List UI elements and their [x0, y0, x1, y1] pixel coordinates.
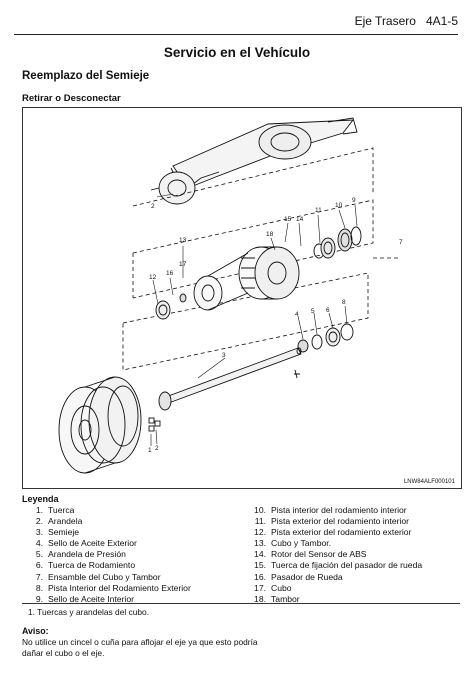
legend-item: 4. Sello de Aceite Exterior [30, 538, 191, 549]
callout-6: 6 [326, 307, 330, 314]
legend-item-number: 15. [254, 560, 266, 571]
callout-2: 2 [155, 445, 159, 452]
figure-code: LNW84ALF000101 [403, 479, 455, 485]
callout-1: 1 [148, 447, 152, 454]
nuts-washers [148, 417, 161, 432]
legend-item: 15. Tuerca de fijación del pasador de rue… [253, 560, 422, 571]
legend-item-number: 6. [35, 560, 43, 571]
legend-item-text: Ensamble del Cubo y Tambor [48, 571, 161, 582]
header-text: Eje Trasero 4A1-5 [355, 14, 458, 28]
legend-item: 14. Rotor del Sensor de ABS [253, 549, 422, 560]
legend-item-text: Tuerca de Rodamiento [48, 560, 136, 571]
legend-item: 16. Pasador de Rueda [253, 572, 422, 583]
legend-item: 9. Sello de Aceite Interior [30, 594, 191, 605]
legend-column-right: 10. Pista interior del rodamiento interio… [253, 505, 422, 605]
callout-16: 16 [166, 270, 174, 277]
legend-item: 2. Arandela [30, 516, 191, 527]
axle-shaft [158, 347, 302, 411]
legend-item-text: Rotor del Sensor de ABS [271, 549, 367, 560]
legend-item: 13. Cubo y Tambor. [253, 538, 422, 549]
legend-item-text: Pista Interior del Rodamiento Exterior [48, 582, 191, 593]
legend-item-text: Pasador de Rueda [271, 571, 343, 582]
callout-7: 7 [399, 239, 403, 246]
diagram-drawing: 2 13 12 16 17 18 15 14 11 10 9 7 4 5 6 8… [58, 117, 403, 474]
legend-item-number: 17. [254, 582, 266, 593]
legend-item-text: Sello de Aceite Interior [48, 593, 134, 604]
legend-item-number: 11. [254, 516, 266, 527]
callout-14: 14 [296, 216, 304, 223]
figure-note: 1. Tuercas y arandelas del cubo. [28, 607, 150, 617]
callout-2-top: 2 [151, 203, 155, 210]
section-title: Reemplazo del Semieje [22, 70, 150, 82]
legend-item-number: 1. [35, 505, 43, 515]
leader-lines [150, 193, 358, 446]
legend-item-number: 8. [35, 582, 43, 593]
legend-item-number: 12. [254, 527, 266, 538]
callout-3: 3 [222, 352, 226, 359]
legend-item-text: Tuerca [48, 505, 75, 515]
notice-title: Aviso: [22, 626, 49, 636]
legend-item-number: 9. [35, 593, 43, 604]
legend-item-number: 2. [35, 516, 43, 527]
legend-item-number: 4. [35, 538, 43, 549]
callout-4: 4 [295, 311, 299, 318]
callout-9: 9 [352, 197, 356, 204]
legend-item: 1. Tuerca [30, 505, 191, 516]
callout-labels: 2 13 12 16 17 18 15 14 11 10 9 7 4 5 6 8… [148, 197, 403, 454]
legend-item-text: Sello de Aceite Exterior [48, 538, 137, 549]
legend-item-number: 18. [254, 593, 266, 604]
legend-item-number: 5. [35, 549, 43, 560]
legend-item-number: 7. [35, 571, 43, 582]
notice-text: No utilice un cincel o cuña para aflojar… [22, 637, 258, 658]
bearings-seals [297, 226, 362, 353]
callout-11: 11 [315, 207, 322, 214]
legend-item: 3. Semieje [30, 527, 191, 538]
page-title: Servicio en el Vehículo [163, 45, 311, 60]
page-header: Eje Trasero 4A1-5 [14, 8, 458, 35]
callout-12: 12 [149, 274, 157, 281]
legend-item: 11. Pista exterior del rodamiento interio… [253, 516, 422, 527]
callout-13: 13 [179, 237, 187, 244]
callout-5: 5 [311, 308, 315, 315]
legend-item-text: Semieje [48, 527, 80, 538]
exploded-diagram: 2 13 12 16 17 18 15 14 11 10 9 7 4 5 6 8… [22, 107, 462, 489]
legend-item-number: 10. [254, 505, 266, 515]
wheel-tire [58, 376, 142, 474]
legend-item-number: 13. [254, 538, 266, 549]
callout-10: 10 [335, 202, 343, 209]
subsection-title: Retirar o Desconectar [22, 93, 121, 104]
callout-18: 18 [266, 231, 274, 238]
divider [22, 603, 460, 604]
legend-item: 12. Pista exterior del rodamiento exterio… [253, 527, 422, 538]
legend-item: 8. Pista Interior del Rodamiento Exterior [30, 583, 191, 594]
legend-item: 10. Pista interior del rodamiento interio… [253, 505, 422, 516]
legend-item-text: Arandela de Presión [48, 549, 126, 560]
legend-title: Leyenda [22, 494, 59, 504]
legend-item-text: Pista exterior del rodamiento exterior [271, 527, 412, 538]
legend-item: 7. Ensamble del Cubo y Tambor [30, 572, 191, 583]
legend-item-text: Cubo y Tambor. [271, 538, 332, 549]
legend-item: 5. Arandela de Presión [30, 549, 191, 560]
header-section: Eje Trasero [354, 14, 416, 28]
legend-item-text: Tuerca de fijación del pasador de rueda [271, 560, 423, 571]
callout-8: 8 [342, 299, 346, 306]
exploded-view-guides [122, 147, 401, 371]
legend-item: 18. Tambor [253, 594, 422, 605]
legend-item-text: Pista interior del rodamiento interior [271, 505, 407, 515]
callout-17: 17 [179, 261, 187, 268]
legend-item-text: Cubo [271, 582, 292, 593]
callout-15: 15 [284, 216, 292, 223]
legend-item-text: Tambor [271, 593, 300, 604]
legend-column-left: 1. Tuerca 2. Arandela 3. Semieje 4. Sello de Ac… [30, 505, 191, 605]
legend-item-text: Pista exterior del rodamiento interior [271, 516, 410, 527]
legend-item-number: 16. [254, 571, 266, 582]
legend-item: 6. Tuerca de Rodamiento [30, 560, 191, 571]
legend-item-number: 3. [35, 527, 43, 538]
header-page-number: 4A1-5 [425, 14, 458, 28]
legend-item-text: Arandela [48, 516, 83, 527]
axle-housing [150, 117, 358, 205]
hub-drum-assembly [155, 246, 300, 320]
legend-item-number: 14. [254, 549, 266, 560]
legend-item: 17. Cubo [253, 583, 422, 594]
